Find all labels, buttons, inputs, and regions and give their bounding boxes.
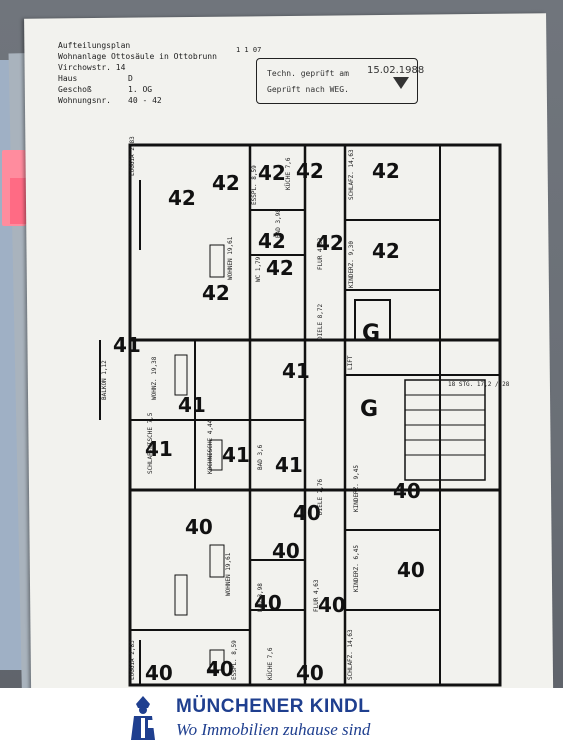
apt-number: 40 [254,591,282,615]
plan-header: Aufteilungsplan Wohnanlage Ottosäule in … [58,40,217,106]
apt-number: 40 [185,515,213,539]
room-label: SCHLAFZ. 14,63 [348,149,355,200]
apt-number: 40 [296,661,324,685]
room-label: ESSPL. 8,59 [251,165,258,205]
apt-number: 42 [202,281,230,305]
room-label: SCHLAFZ. 14,63 [347,629,354,680]
monk-logo-icon [131,696,155,740]
room-label: WOHNZ. 19,38 [151,356,158,400]
stamp-line1: Techn. geprüft am [267,69,349,78]
room-label: KOCHNISCHE 4,44 [207,419,214,474]
plan-walls [99,143,502,687]
room-label: ESSPL. 8,59 [231,640,238,680]
brand-banner: MÜNCHENER KINDL Wo Immobilien zuhause si… [0,688,563,750]
apt-number: 41 [275,453,303,477]
apt-number: 41 [222,443,250,467]
stamp-line2: Geprüft nach WEG. [267,85,349,94]
apt-number: 41 [145,437,173,461]
page-number: 1 1 07 [236,46,262,54]
room-label: SCHLAF-NISCHE 7,5 [147,412,154,474]
room-label: KÜCHE 7,6 [285,157,292,190]
room-label: DIELE 8,72 [317,303,324,340]
room-label: 18 STG. 17,2 / 28 [448,381,510,388]
room-label: FLUR 4,63 [313,579,320,612]
apt-letter: G [360,397,378,422]
apt-number: 41 [178,393,206,417]
room-label: LOGGIA 2,83 [129,640,136,680]
approval-stamp: Techn. geprüft am 15.02.1988 Geprüft nac… [256,58,424,104]
room-label: WOHNEN 19,61 [227,236,234,280]
plan-apartment-numbers: 42 42 42 42 42 42 42 42 42 42 41 41 41 4… [113,159,425,685]
apt-number: 42 [258,161,286,185]
apt-letter: G [362,321,380,346]
apt-number: 42 [296,159,324,183]
room-label: BAD 3,98 [257,583,264,612]
room-label: KINDERZ. 9,45 [353,465,360,512]
room-label: KÜCHE 7,6 [267,647,274,680]
header-address: Virchowstr. 14 [58,63,126,72]
apt-number: 42 [258,229,286,253]
haus-label: Haus [58,74,78,83]
geschoss-label: Geschoß [58,85,92,94]
apt-number: 41 [282,359,310,383]
brand-tagline: Wo Immobilien zuhause sind [176,720,371,739]
room-label: BALKON 1,12 [101,360,108,400]
apt-number: 40 [293,501,321,525]
brand-name: MÜNCHENER KINDL [176,696,371,717]
plan-room-labels: LOGGIA 2,83 WOHNEN 19,61 ESSPL. 8,59 KÜC… [101,136,510,680]
apt-number: 42 [168,186,196,210]
room-label: LIFT [347,355,354,370]
geschoss-value: 1. OG [128,85,153,94]
apt-number: 41 [113,333,141,357]
room-label: WC 1,79 [255,256,262,282]
room-label: KINDERZ. 9,30 [348,241,355,288]
apt-number: 40 [318,593,346,617]
room-label: DIELE 7,76 [317,478,324,515]
apt-number: 42 [372,239,400,263]
room-label: BAD 3,6 [257,444,264,470]
stamp-date: 15.02.1988 [367,65,425,76]
apt-number: 42 [372,159,400,183]
room-label: KINDERZ. 6,45 [353,545,360,592]
apt-number: 40 [272,539,300,563]
room-label: LOGGIA 2,83 [129,136,136,176]
room-label: WOHNEN 19,61 [225,552,232,596]
apt-number: 40 [397,558,425,582]
apt-number: 40 [145,661,173,685]
apt-number: 42 [212,171,240,195]
wohnungsnr-label: Wohnungsnr. [58,96,111,105]
header-title: Aufteilungsplan [58,41,131,50]
apt-number: 40 [206,657,234,681]
haus-value: D [128,74,133,83]
room-label: FLUR 4,63 [317,237,324,270]
apt-number: 42 [316,231,344,255]
header-project: Wohnanlage Ottosäule in Ottobrunn [58,52,217,61]
room-label: BAD 3,98 [275,209,282,238]
apt-number: 40 [393,479,421,503]
wohnungsnr-value: 40 - 42 [128,96,162,105]
apt-number: 42 [266,256,294,280]
stamp-triangle-icon [393,77,409,89]
